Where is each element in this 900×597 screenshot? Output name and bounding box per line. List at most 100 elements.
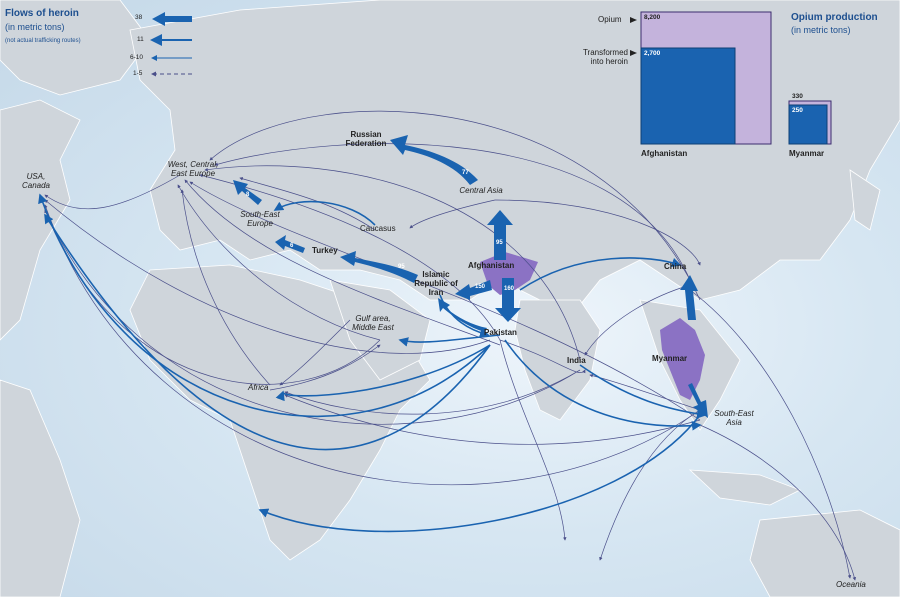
flow-line [273, 200, 376, 226]
region-label-oceania: Oceania [836, 580, 866, 589]
flow-line [409, 199, 496, 229]
land-greenland [0, 0, 151, 96]
flow-arrow-pak-iran [438, 298, 487, 332]
region-label-turkey: Turkey [312, 246, 338, 255]
flow-line [499, 339, 567, 541]
region-label-myanmar: Myanmar [652, 354, 688, 363]
afghanistan-bar-label: Afghanistan [641, 149, 688, 158]
flow-value-central-asia: 95 [496, 240, 503, 246]
land-north-america [0, 99, 81, 341]
flow-line [177, 184, 381, 341]
flow-line [38, 193, 491, 418]
land-india [514, 299, 601, 421]
flow-line [284, 369, 581, 415]
legend-flows-title: Flows of heroin [5, 8, 79, 19]
flow-value-afg-pak: 160 [504, 286, 515, 292]
opium-label: Opium [598, 15, 622, 24]
flow-line [44, 209, 581, 425]
flow-arrow-see [233, 180, 262, 205]
legend-class-11: 11 [137, 36, 144, 43]
flow-arrow-afg-pak [495, 278, 521, 322]
region-label-europe: West, Central, East Europe [167, 160, 219, 178]
region-label-pakistan: Pakistan [484, 328, 517, 337]
transformed-pointer-icon [630, 50, 637, 56]
region-label-gulf: Gulf area, Middle East [352, 314, 394, 332]
region-label-india: India [567, 356, 586, 365]
flow-line [279, 319, 351, 386]
region-label-se-asia: South-East Asia [714, 409, 754, 427]
legend-flows-note: (not actual trafficking routes) [5, 38, 81, 44]
flow-line [189, 181, 701, 421]
myanmar-shape [660, 318, 705, 400]
legend-class-38: 38 [135, 14, 143, 21]
flow-line [504, 339, 702, 431]
flow-line [258, 414, 701, 533]
land-arabia [329, 279, 431, 381]
flow-line [519, 257, 682, 291]
land-australia [749, 509, 900, 597]
myanmar-heroin-square [788, 104, 828, 145]
region-label-iran: Islamic Republic of Iran [414, 270, 458, 297]
region-label-south-east-europe: South-East Europe [240, 210, 280, 228]
flow-arrow-myanmar-se [688, 383, 708, 418]
myanmar-bar-label: Myanmar [789, 149, 825, 158]
flow-value-see: 8 [246, 192, 250, 198]
flow-arrow-iran-pak [455, 280, 492, 300]
flow-lines-medium [38, 193, 707, 533]
flow-lines-thin [44, 110, 857, 581]
flow-value-iran-pak: 150 [475, 284, 486, 290]
legend-flows-subtitle: (in metric tons) [5, 22, 65, 32]
land-japan [849, 169, 881, 231]
flow-line [269, 344, 381, 391]
afghanistan-heroin-square [640, 47, 736, 145]
flow-line [44, 199, 491, 354]
flow-line [180, 189, 271, 386]
flow-line [44, 213, 491, 451]
legend-class-1-5: 1-5 [133, 70, 143, 77]
afghanistan-heroin-value: 2,700 [644, 50, 661, 57]
flow-line [699, 424, 857, 581]
production-bars [630, 11, 832, 145]
legend-production-subtitle: (in metric tons) [791, 25, 851, 35]
flow-line [44, 204, 701, 486]
flow-line [689, 289, 852, 579]
legend-production-title: Opium production [791, 12, 878, 23]
flow-line [584, 284, 691, 356]
transformed-label: Transformed into heroin [582, 48, 628, 66]
flow-line [239, 177, 376, 231]
region-label-china: China [664, 262, 687, 271]
flow-line [184, 179, 501, 346]
afghanistan-shape [480, 252, 538, 295]
legend-arrows [150, 12, 192, 77]
myanmar-heroin-value: 250 [792, 107, 803, 114]
flow-line [499, 339, 586, 374]
region-label-caucasus: Caucasus [360, 224, 396, 233]
opium-pointer-icon [630, 17, 637, 23]
flow-line [44, 174, 181, 210]
flow-value-russia: 77 [462, 170, 469, 176]
region-label-africa: Africa [248, 383, 269, 392]
flow-arrow-central-asia [487, 210, 513, 260]
flow-arrow-caucasus-see [275, 235, 305, 253]
myanmar-opium-value: 330 [792, 93, 803, 100]
region-label-afghanistan: Afghanistan [468, 261, 515, 270]
region-label-usa-canada: USA, Canada [21, 172, 51, 190]
land-south-america [0, 379, 81, 597]
flow-value-caucasus: 6 [290, 243, 294, 249]
flow-line [214, 143, 691, 281]
flow-line [204, 165, 581, 361]
flow-arrow-russia [390, 135, 478, 185]
region-label-central-asia: Central Asia [459, 186, 503, 195]
flow-line [579, 364, 707, 419]
region-label-russia: Russian Federation [345, 130, 387, 148]
flow-arrows-thick [233, 135, 708, 418]
flow-arrow-turkey [340, 251, 418, 283]
flow-arrow-myanmar-china [680, 275, 698, 320]
land-indonesia [688, 469, 801, 506]
flow-value-turkey: 95 [398, 264, 405, 270]
legend-arrow-38 [152, 12, 192, 26]
flow-line [494, 199, 701, 266]
